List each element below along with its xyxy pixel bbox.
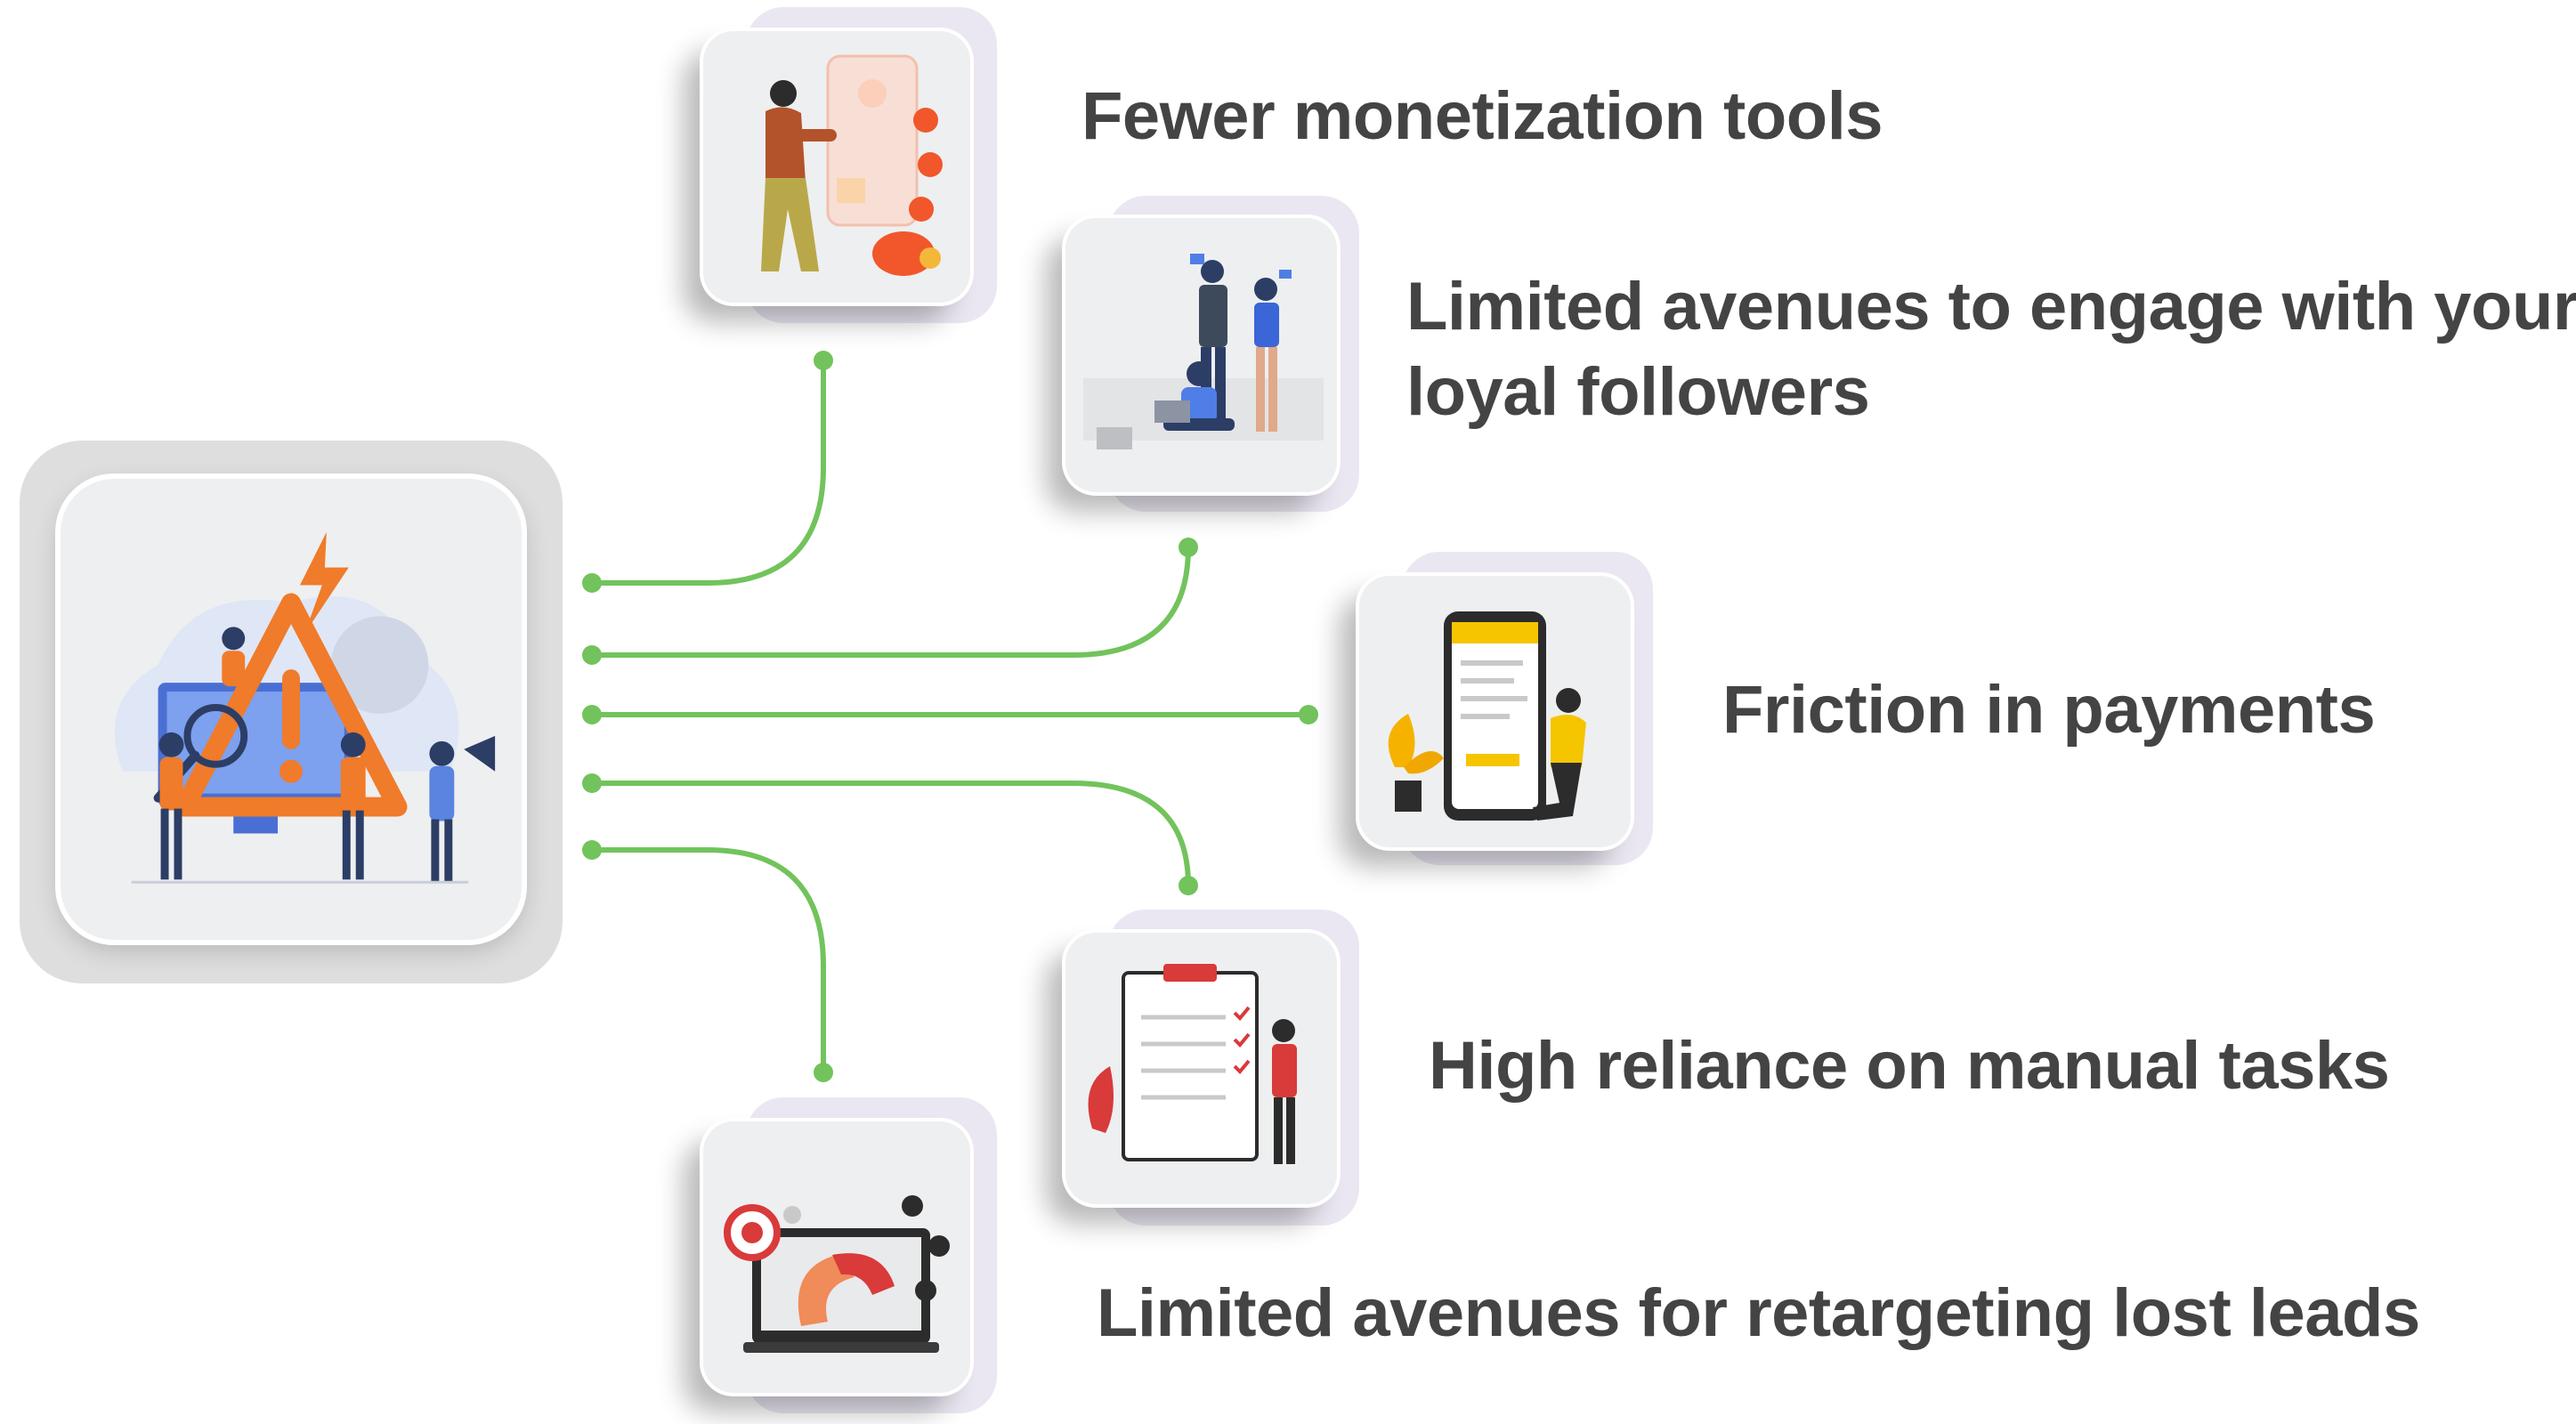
connector-retargeting [592,847,826,1072]
connector-dot [582,773,602,793]
connector-manual [592,781,1191,886]
manual-tasks-illustration-icon [1088,964,1297,1164]
connector-dot [582,573,602,593]
payments-illustration-icon [1388,611,1586,821]
connector-dot [582,705,602,724]
label-engage-line2: loyal followers [1406,354,1870,430]
warning-alert-illustration-icon [114,531,496,884]
connector-dot [1179,538,1198,557]
monetization-illustration-icon [761,54,943,276]
connector-dot [1179,876,1198,895]
connector-dot [582,840,602,860]
connector-dot [814,1063,833,1082]
label-manual: High reliance on manual tasks [1429,1028,2390,1104]
engage-followers-illustration-icon [1083,254,1324,449]
connector-dot [582,645,602,665]
label-monetization: Fewer monetization tools [1081,78,1883,154]
connector-monetization [592,360,826,586]
label-payments: Friction in payments [1722,672,2376,748]
retargeting-illustration-icon [724,1195,950,1353]
connector-dot [1299,705,1318,724]
label-retargeting: Limited avenues for retargeting lost lea… [1097,1275,2420,1351]
connector-dot [814,351,833,370]
label-engage-line1: Limited avenues to engage with your [1406,269,2576,344]
connector-engage [592,546,1191,658]
